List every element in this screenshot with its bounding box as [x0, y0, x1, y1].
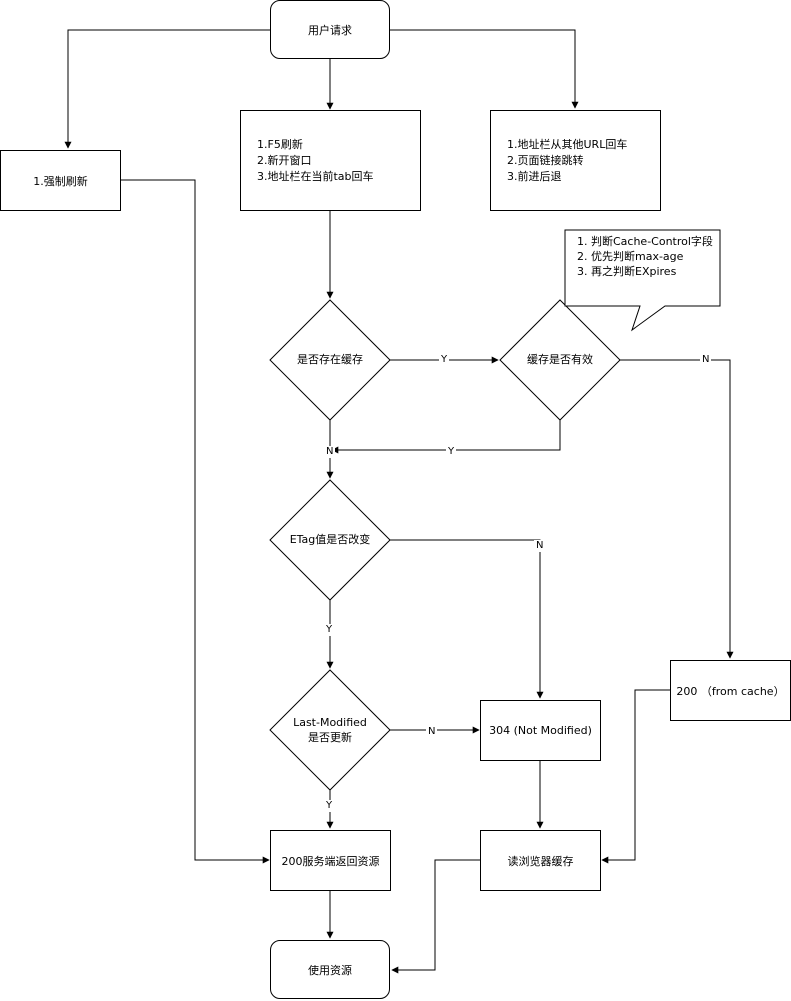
- node-refresh-group: 1.F5刷新 2.新开窗口 3.地址栏在当前tab回车: [240, 110, 421, 211]
- edge-label-has-cache-yes: Y: [439, 354, 450, 366]
- node-user-request-label: 用户请求: [308, 23, 352, 37]
- edge-request-to-force: [64, 29, 270, 149]
- label-cache-valid: 缓存是否有效: [527, 353, 593, 366]
- decision-cache-valid: [499, 299, 621, 421]
- nav-item-3: 3.前进后退: [507, 169, 562, 183]
- edge-fromcache-to-readcache: [601, 689, 670, 864]
- refresh-item-3: 3.地址栏在当前tab回车: [257, 169, 374, 183]
- nav-item-1: 1.地址栏从其他URL回车: [507, 137, 628, 151]
- refresh-item-1: 1.F5刷新: [257, 137, 303, 151]
- edge-label-cache-valid-yes: Y: [446, 446, 457, 458]
- label-last-modified-line1: Last-Modified: [293, 716, 367, 729]
- edge-label-etag-no: N: [534, 540, 546, 552]
- callout-line-2: 2. 优先判断max-age: [577, 250, 684, 263]
- edge-label-last-modified-no: N: [426, 726, 438, 738]
- node-read-cache: 读浏览器缓存: [480, 830, 601, 891]
- edge-readcache-to-use: [391, 859, 480, 974]
- node-force-refresh: 1.强制刷新: [0, 150, 121, 211]
- edge-valid-back: [331, 420, 561, 454]
- callout-line-1: 1. 判断Cache-Control字段: [577, 235, 713, 248]
- node-use-resource-label: 使用资源: [308, 963, 352, 977]
- edge-label-has-cache-no: N: [324, 446, 336, 458]
- node-not-modified-label: 304 (Not Modified): [489, 724, 592, 737]
- edge-label-last-modified-yes: Y: [324, 800, 335, 812]
- edge-label-cache-valid-no: N: [700, 354, 712, 366]
- label-last-modified-line2: 是否更新: [308, 731, 352, 744]
- edge-label-etag-yes: Y: [324, 624, 335, 636]
- edge-force-to-server: [120, 179, 270, 864]
- node-user-request: 用户请求: [270, 0, 390, 59]
- refresh-item-2: 2.新开窗口: [257, 153, 312, 167]
- node-force-refresh-label: 1.强制刷新: [33, 174, 88, 188]
- node-not-modified: 304 (Not Modified): [480, 700, 601, 761]
- node-use-resource: 使用资源: [270, 940, 390, 999]
- node-from-cache: 200 （from cache）: [670, 660, 791, 721]
- callout-bubble: [564, 229, 721, 332]
- node-read-cache-label: 读浏览器缓存: [507, 854, 574, 868]
- label-last-modified: Last-Modified 是否更新: [264, 715, 396, 745]
- label-etag: ETag值是否改变: [289, 533, 371, 546]
- edge-request-to-nav: [390, 29, 579, 109]
- decision-has-cache: [269, 299, 391, 421]
- node-nav-group: 1.地址栏从其他URL回车 2.页面链接跳转 3.前进后退: [490, 110, 661, 211]
- edge-etag-to-304: [390, 539, 544, 699]
- decision-last-modified: [269, 669, 391, 791]
- label-has-cache: 是否存在缓存: [297, 353, 363, 366]
- nav-item-2: 2.页面链接跳转: [507, 153, 584, 167]
- callout-text: 1. 判断Cache-Control字段 2. 优先判断max-age 3. 再…: [577, 234, 713, 279]
- node-server-return-label: 200服务端返回资源: [281, 854, 380, 868]
- node-server-return: 200服务端返回资源: [270, 830, 391, 891]
- decision-etag: [269, 479, 391, 601]
- edge-valid-to-fromcache: [620, 359, 734, 659]
- callout-line-3: 3. 再之判断EXpires: [577, 265, 677, 278]
- node-from-cache-label: 200 （from cache）: [676, 684, 785, 698]
